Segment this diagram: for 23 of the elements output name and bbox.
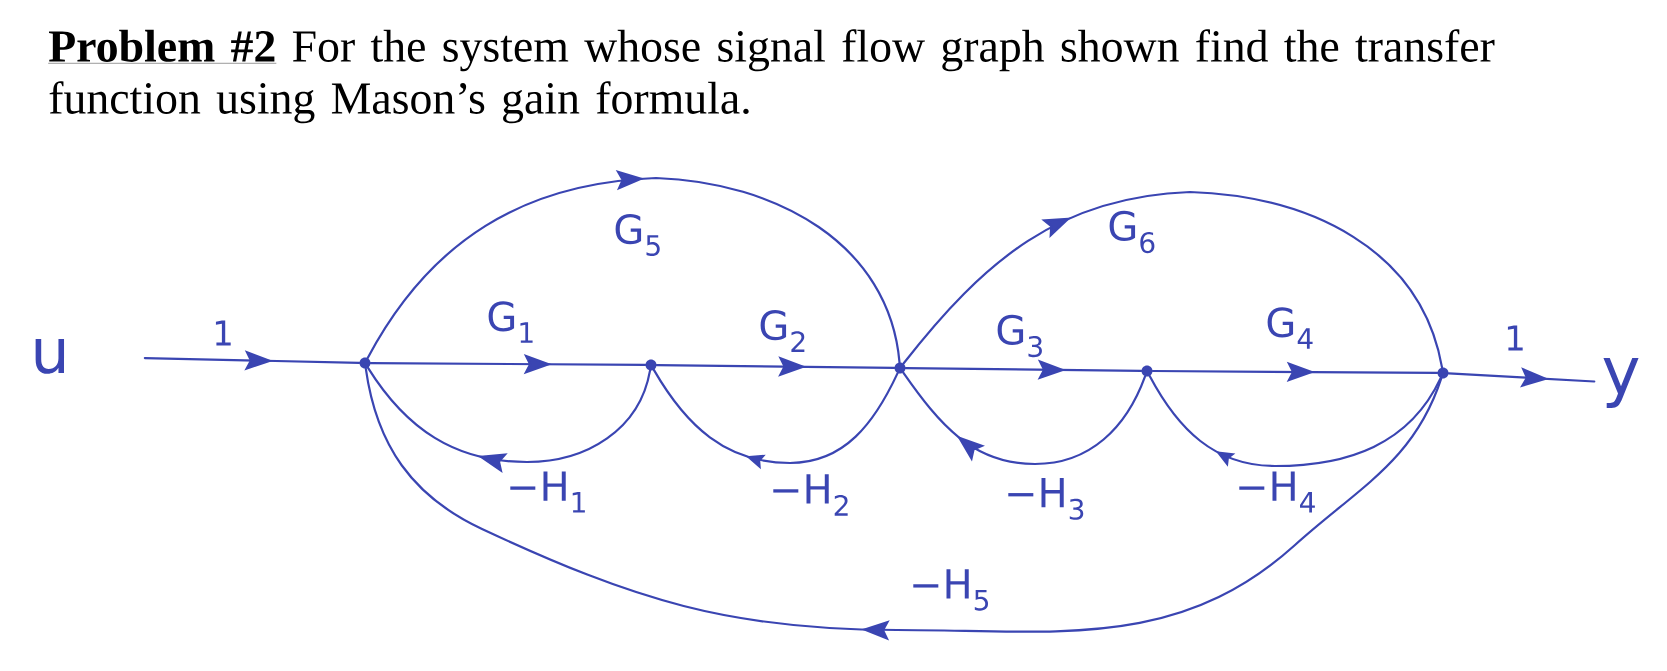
arrow [902,190,1444,369]
arrow [366,170,901,364]
edge-label: G$_{2}$ [760,310,805,352]
edge-label: −H$_{3}$ [1008,478,1084,520]
output-label: y [1603,358,1639,408]
edge-label: G$_{5}$ [615,214,660,256]
edge-label: G$_{1}$ [488,301,533,343]
edge-label: −H$_{5}$ [913,569,988,611]
edge-label: 1 [1507,325,1523,351]
edge-label: −H$_{1}$ [510,471,585,513]
arrow [366,366,652,473]
edge-label: G$_{3}$ [997,314,1042,358]
arrow [652,368,899,470]
edge-label: G$_{4}$ [1267,307,1313,349]
arrow [902,371,1147,466]
title: Problem #2 For the system whose signal flow graph shown find the transfer function using Mason’s gain formula. [48,29,1495,124]
input-label: u [35,338,65,374]
edge-label: G$_{6}$ [1109,210,1155,254]
edge-label: 1 [215,320,231,346]
arrow [364,367,1443,641]
arrow [1148,374,1442,468]
edge-label: −H$_{2}$ [773,474,848,516]
edge-label: −H$_{4}$ [1239,471,1315,513]
